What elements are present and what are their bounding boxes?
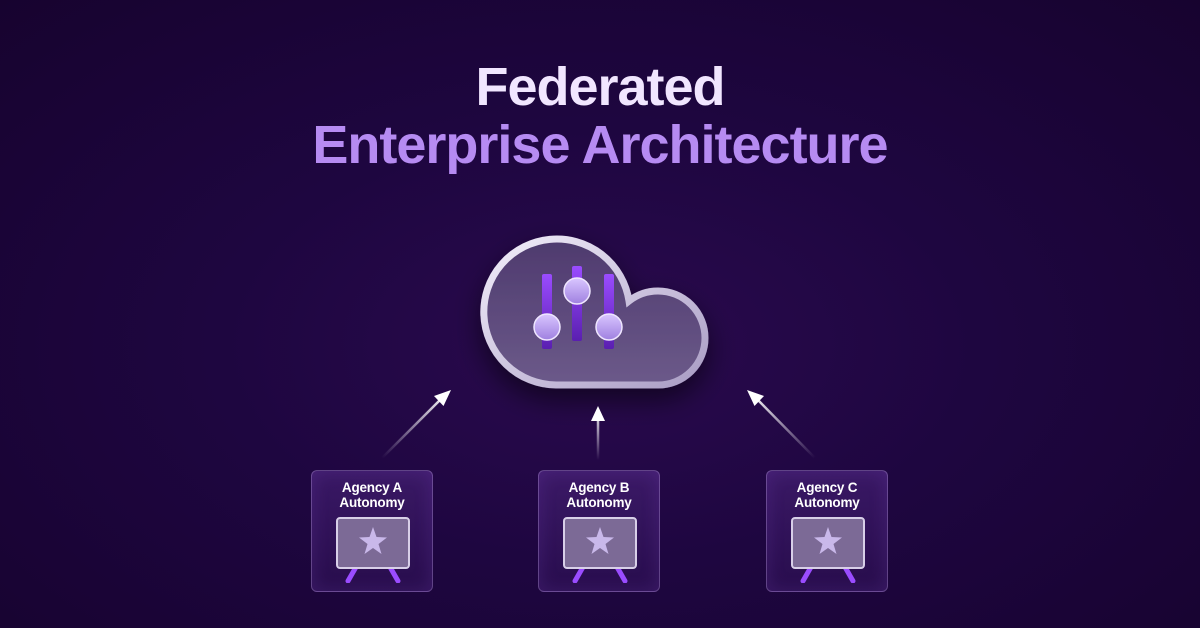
agency-b-card: Agency B Autonomy	[538, 470, 660, 592]
card-subtitle: Autonomy	[794, 495, 860, 510]
cloud-sliders-icon	[480, 235, 709, 389]
card-label: Agency C Autonomy	[767, 480, 887, 510]
presentation-board-star-icon	[563, 517, 637, 583]
slider-controls-icon	[533, 266, 623, 349]
card-title: Agency C	[796, 480, 858, 495]
card-title: Agency A	[341, 480, 403, 495]
card-label: Agency A Autonomy	[312, 480, 432, 510]
presentation-board-star-icon	[336, 517, 410, 583]
presentation-board-star-icon	[791, 517, 865, 583]
page-title: Federated Enterprise Architecture	[0, 58, 1200, 174]
title-line-2: Enterprise Architecture	[312, 115, 888, 175]
agency-c-card: Agency C Autonomy	[766, 470, 888, 592]
card-title: Agency B	[568, 480, 630, 495]
arrow-c-icon	[747, 390, 816, 459]
title-line-1: Federated	[475, 57, 725, 117]
agency-a-card: Agency A Autonomy	[311, 470, 433, 592]
arrow-a-icon	[381, 390, 451, 459]
card-label: Agency B Autonomy	[539, 480, 659, 510]
card-subtitle: Autonomy	[566, 495, 632, 510]
arrow-b-icon	[591, 406, 605, 462]
card-subtitle: Autonomy	[339, 495, 405, 510]
